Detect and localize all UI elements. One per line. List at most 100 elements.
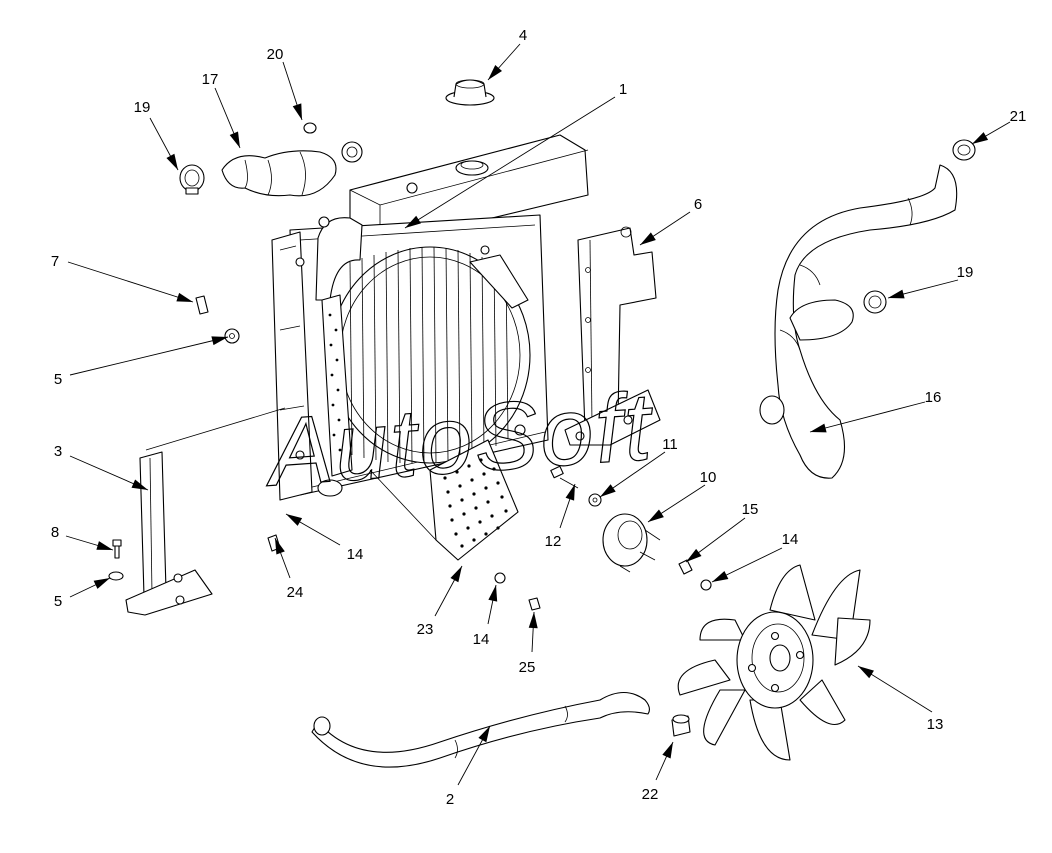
callout-arrowhead [648, 509, 664, 522]
bolt-part-15 [678, 559, 693, 575]
callout-label: 8 [51, 524, 59, 541]
callout-c6: 6 [639, 196, 702, 246]
nut-part-25 [528, 597, 541, 611]
upper-hose-part-17 [221, 150, 337, 197]
hose-clamp-part-19-left [179, 164, 205, 195]
callout-label: 25 [519, 659, 536, 676]
nut-part-14-center [494, 572, 506, 584]
washer-part-14-right [700, 579, 712, 591]
callout-leader-line [67, 261, 194, 303]
callout-label: 11 [662, 436, 678, 453]
callout-label: 7 [51, 253, 59, 270]
guard-part-23 [369, 439, 519, 561]
callout-c14c: 14 [711, 531, 798, 583]
bracket-part-6 [564, 226, 661, 446]
callout-arrowhead [686, 548, 702, 562]
callout-c24: 24 [274, 537, 304, 601]
callout-label: 5 [54, 593, 62, 610]
callout-label: 6 [694, 196, 702, 213]
bolt-part-7 [195, 295, 209, 315]
callout-label: 22 [642, 786, 659, 803]
callout-layer: 1234556781011121314141415161719192021222… [51, 27, 1027, 808]
callout-arrowhead [229, 131, 240, 148]
callout-c19a: 19 [134, 99, 179, 171]
fan-part-13 [677, 564, 871, 761]
callout-c5a: 5 [54, 336, 229, 388]
callout-label: 10 [700, 469, 717, 486]
hose-clamp-part-20 [303, 122, 363, 163]
callout-arrowhead [712, 570, 729, 582]
callout-label: 1 [619, 81, 627, 98]
callout-label: 21 [1010, 108, 1027, 125]
callout-c23: 23 [417, 565, 463, 638]
callout-c8: 8 [51, 524, 114, 551]
callout-arrowhead [858, 666, 874, 679]
callout-label: 2 [446, 791, 454, 808]
callout-c14b: 14 [473, 584, 498, 648]
callout-label: 4 [519, 27, 527, 44]
callout-label: 13 [927, 716, 944, 733]
callout-arrowhead [478, 726, 490, 743]
callout-arrowhead [565, 484, 575, 501]
callout-label: 5 [54, 371, 62, 388]
fitting-part-22 [671, 714, 691, 737]
callout-c7: 7 [51, 253, 194, 303]
washer-part-5-lower [108, 571, 124, 581]
callout-leader-line [69, 336, 229, 376]
callout-arrowhead [488, 585, 498, 602]
callout-label: 19 [134, 99, 151, 116]
callout-c3: 3 [54, 443, 149, 491]
callout-c4: 4 [487, 27, 527, 81]
callout-arrowhead [405, 215, 421, 228]
callout-arrowhead [640, 232, 656, 245]
callout-c13: 13 [857, 665, 944, 733]
callout-c15: 15 [685, 501, 759, 563]
callout-label: 24 [287, 584, 304, 601]
callout-arrowhead [93, 578, 110, 589]
callout-label: 17 [202, 71, 219, 88]
callout-arrowhead [275, 538, 285, 555]
callout-c10: 10 [647, 469, 717, 523]
callout-label: 3 [54, 443, 62, 460]
callout-arrowhead [488, 65, 502, 80]
radiator-assembly [271, 134, 589, 501]
callout-label: 15 [742, 501, 759, 518]
callout-c20: 20 [267, 46, 303, 121]
callout-c25: 25 [519, 611, 538, 676]
callout-arrowhead [166, 153, 178, 170]
callout-leader-line [404, 96, 616, 229]
callout-label: 16 [925, 389, 942, 406]
callout-arrowhead [292, 103, 302, 120]
callout-leader-line [809, 401, 926, 433]
callout-arrowhead [600, 484, 616, 497]
callout-label: 19 [957, 264, 974, 281]
callout-arrowhead [211, 336, 228, 346]
cap-part-4 [445, 79, 495, 106]
callout-label: 12 [545, 533, 562, 550]
callout-arrowhead [662, 742, 673, 759]
callout-c17: 17 [202, 71, 241, 149]
fan-hub-part-10 [602, 513, 661, 573]
hose-part-16 [759, 164, 958, 479]
callout-arrowhead [450, 566, 462, 583]
callout-c16: 16 [809, 389, 942, 433]
callout-c21: 21 [971, 108, 1027, 145]
bracket-part-3 [125, 407, 286, 616]
callout-arrowhead [528, 612, 538, 629]
callout-label: 23 [417, 621, 434, 638]
callout-arrowhead [286, 514, 303, 526]
washer-part-5-upper [224, 328, 240, 344]
callout-label: 14 [347, 546, 364, 563]
hose-clamp-part-19-right [863, 290, 887, 314]
callout-c19b: 19 [887, 264, 974, 299]
pipe-part-2 [311, 691, 651, 768]
hose-clamp-part-21 [952, 139, 976, 161]
callout-arrowhead [131, 479, 148, 490]
callout-label: 20 [267, 46, 284, 63]
callout-arrowhead [888, 289, 905, 299]
callout-c1: 1 [404, 81, 627, 229]
callout-c2: 2 [446, 725, 491, 808]
bolt-part-8 [112, 539, 122, 559]
callout-arrowhead [972, 132, 989, 144]
